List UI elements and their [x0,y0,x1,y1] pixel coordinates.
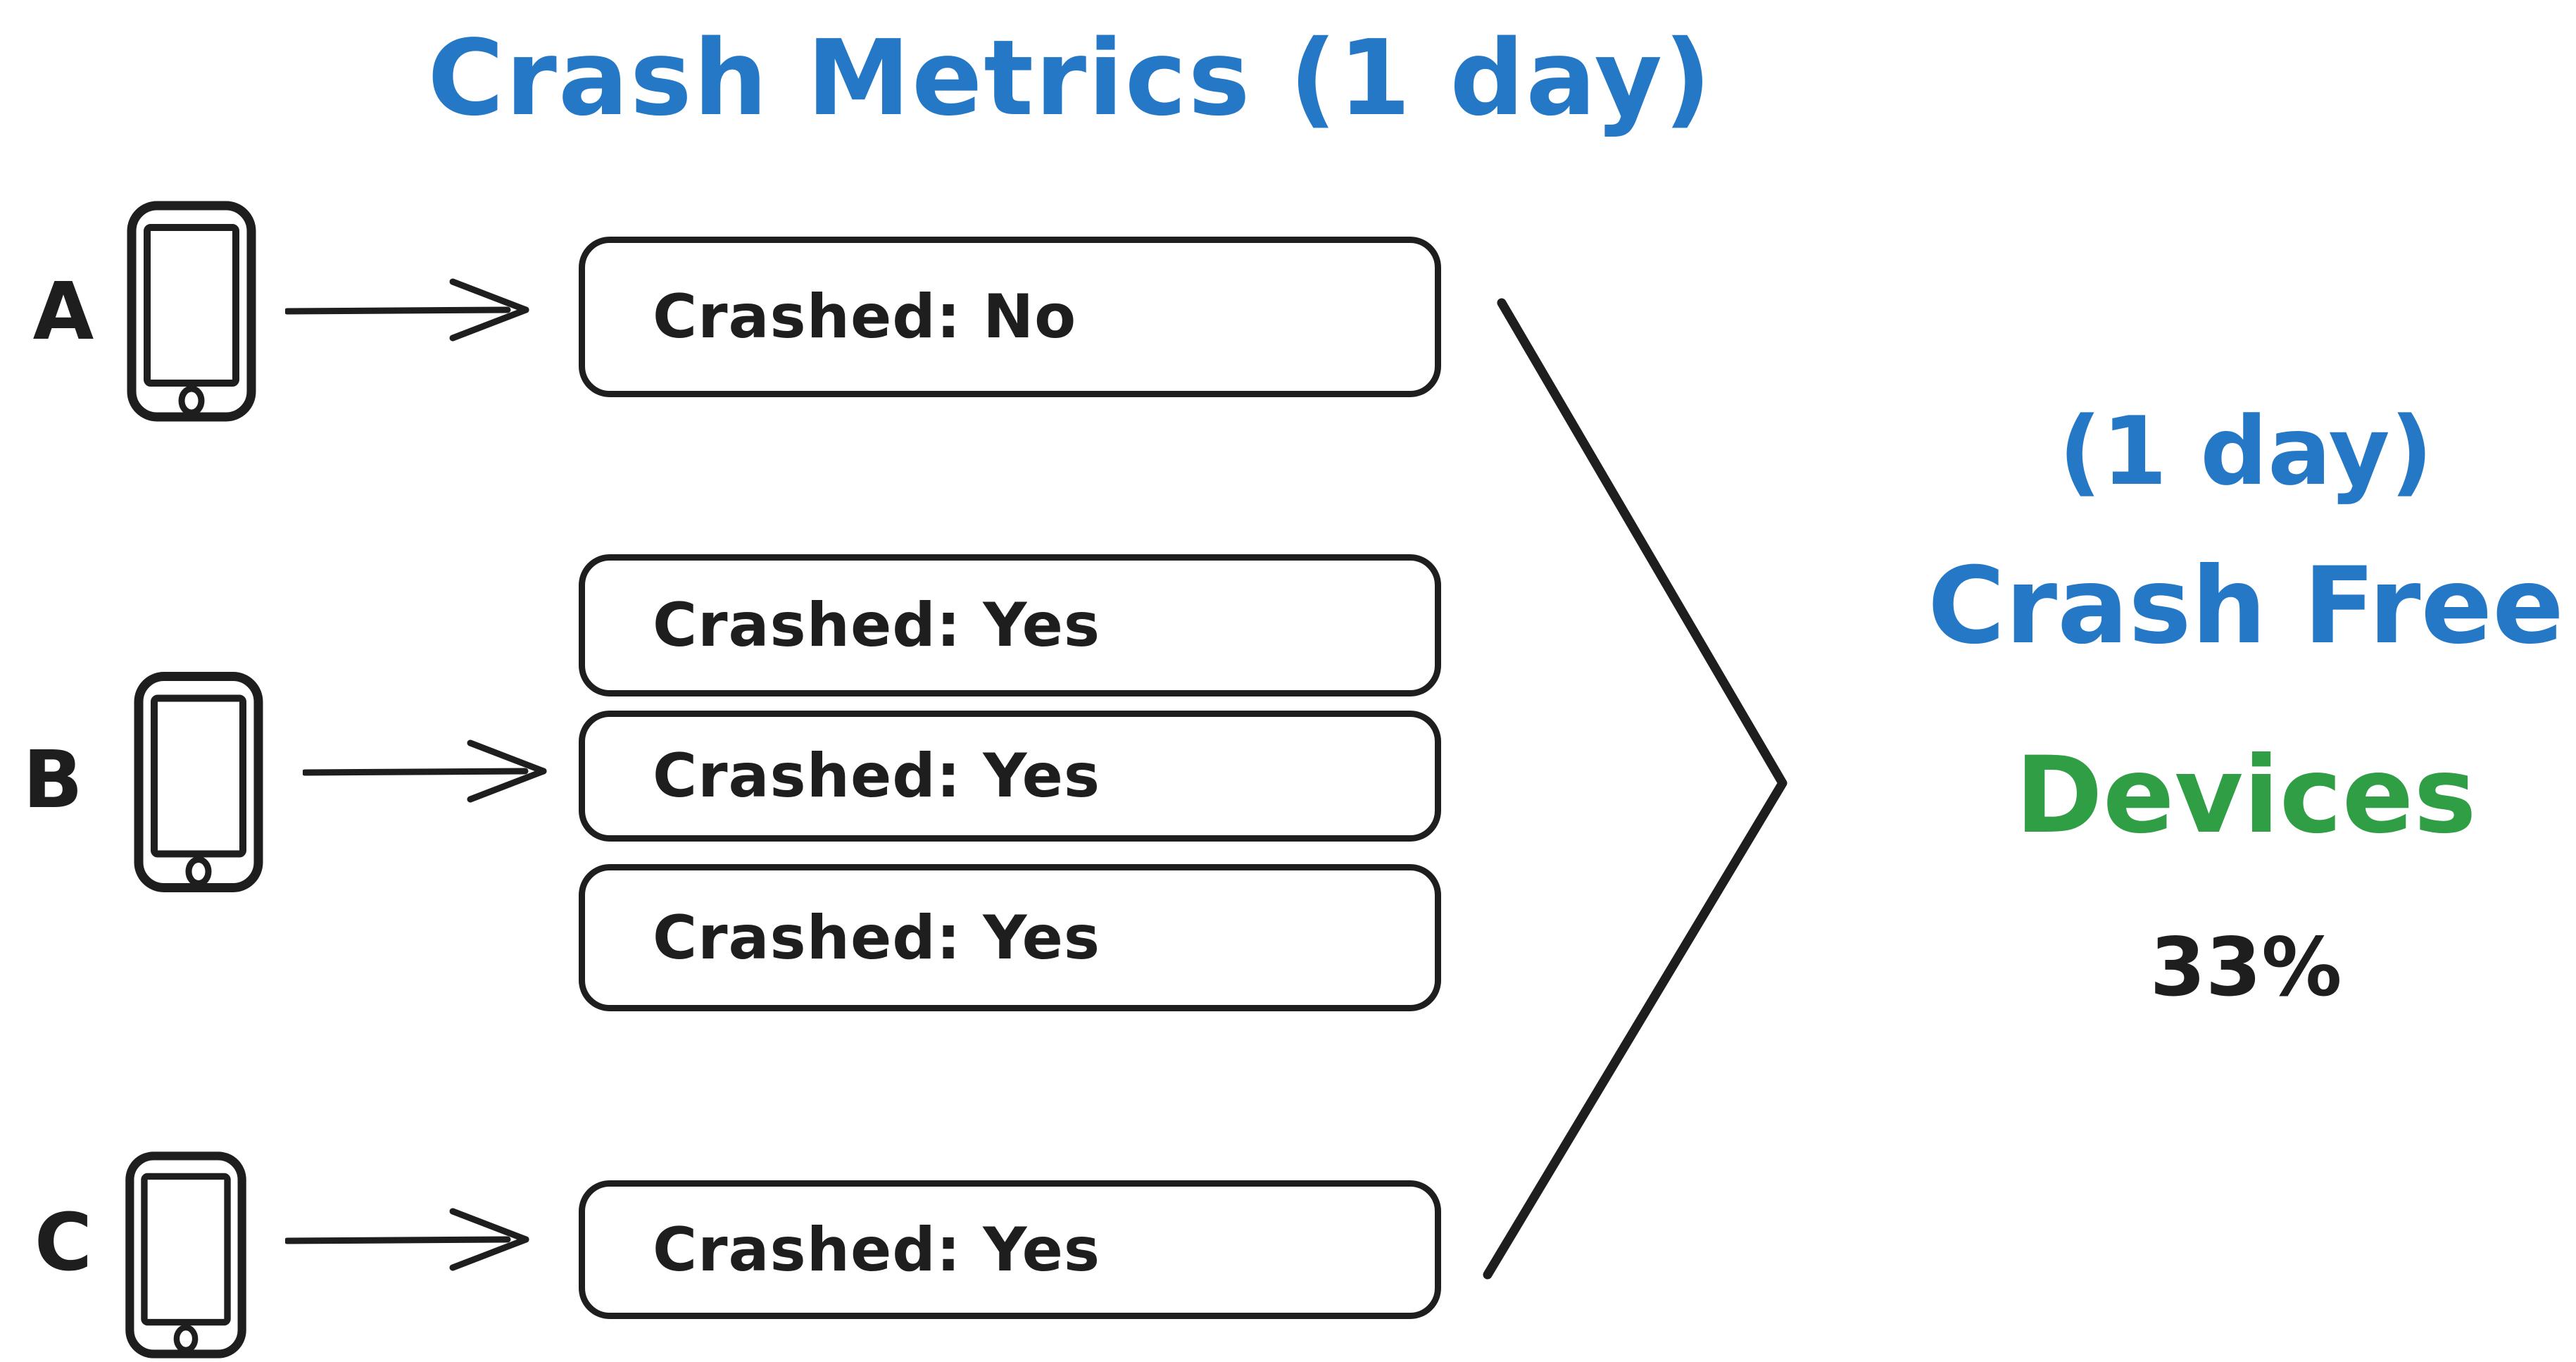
arrow-right-icon [303,739,547,803]
diagram-title: Crash Metrics (1 day) [427,18,1713,139]
result-percentage: 33% [2149,920,2342,1014]
arrow-right-icon [285,1208,529,1271]
event-box: Crashed: Yes [579,1180,1441,1319]
device-label-b: B [23,735,83,826]
event-text: Crashed: Yes [653,1214,1101,1285]
arrow-right-icon [285,278,529,342]
result-block: (1 day) Crash Free Devices 33% [1915,393,2576,1018]
event-box: Crashed: Yes [579,864,1441,1011]
phone-icon [134,672,263,892]
device-label-a: A [32,266,94,358]
merge-chevron-icon [1483,298,1788,1280]
event-text: Crashed: Yes [653,902,1101,973]
event-box: Crashed: No [579,237,1441,397]
event-text: Crashed: Yes [653,590,1101,661]
phone-icon [127,201,256,422]
event-box: Crashed: Yes [579,554,1441,696]
result-period-label: (1 day) [2059,396,2433,506]
result-metric-label: Crash Free [1928,544,2564,668]
event-box: Crashed: Yes [579,711,1441,842]
event-text: Crashed: Yes [653,741,1101,811]
device-label-c: C [34,1197,93,1289]
result-devices-label: Devices [2015,735,2477,857]
event-text: Crashed: No [653,282,1077,352]
phone-icon [125,1151,246,1358]
